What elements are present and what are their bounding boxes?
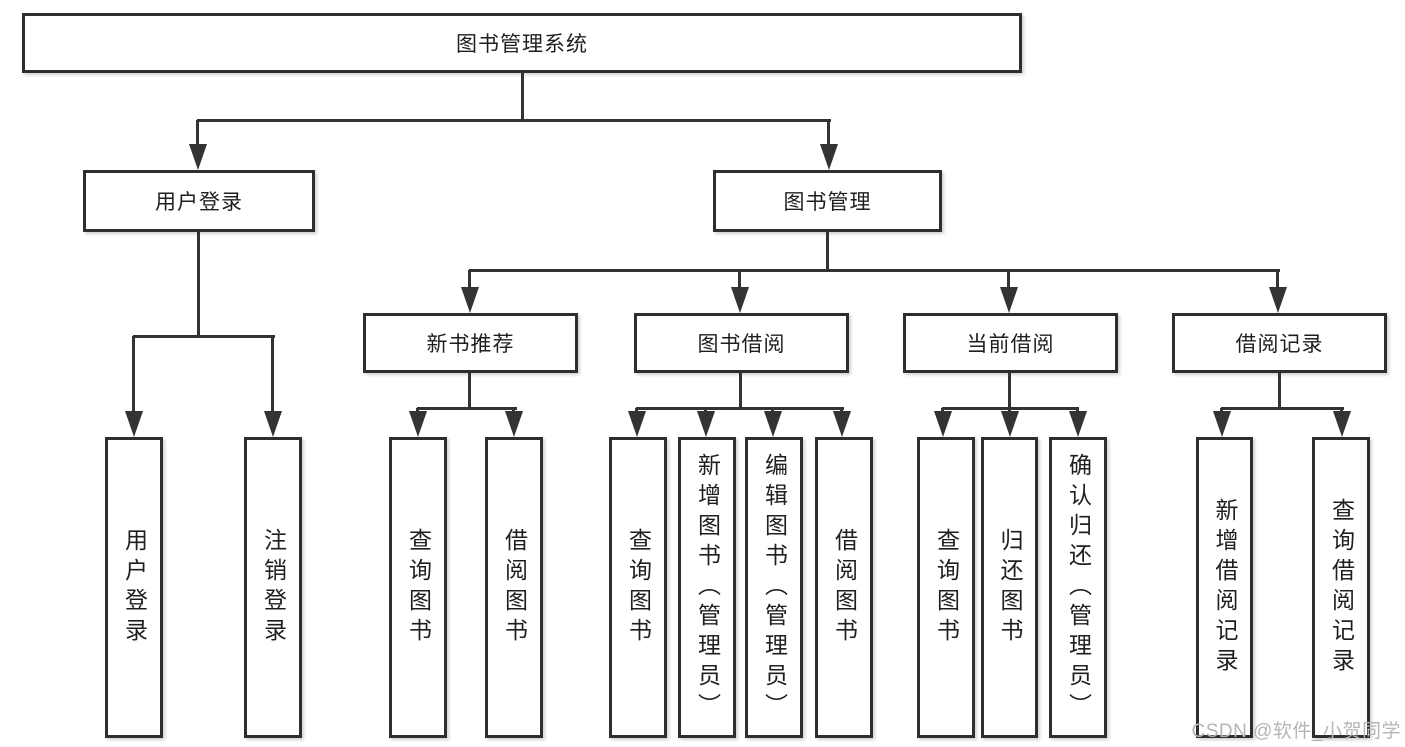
leaf-borrow-borrow-books-label: 借阅图书 [831, 527, 858, 648]
connector-vline [1008, 373, 1011, 408]
arrowhead-down-icon [1269, 287, 1287, 313]
leaf-confirm-return-admin-label: 确认归还（管理员） [1065, 452, 1092, 723]
connector-vline [704, 408, 707, 413]
arrowhead-down-icon [934, 411, 952, 437]
arrowhead-down-icon [1000, 287, 1018, 313]
node-book-management: 图书管理 [713, 170, 942, 232]
leaf-query-borrow-record: 查询借阅记录 [1312, 437, 1370, 738]
connector-vline [468, 373, 471, 408]
arrowhead-down-icon [189, 144, 207, 170]
node-new-book-recommend-label: 新书推荐 [426, 333, 515, 356]
node-book-management-label: 图书管理 [783, 191, 872, 214]
node-user-login-label: 用户登录 [155, 191, 243, 214]
connector-hline [1221, 407, 1344, 410]
leaf-add-book-admin-label: 新增图书（管理员） [694, 452, 721, 723]
leaf-edit-book-admin-label: 编辑图书（管理员） [761, 452, 788, 723]
leaf-current-query-books: 查询图书 [917, 437, 975, 738]
connector-vline [739, 373, 742, 408]
arrowhead-down-icon [1001, 411, 1019, 437]
leaf-query-borrow-record-label: 查询借阅记录 [1328, 497, 1355, 678]
node-borrow-record-label: 借阅记录 [1235, 333, 1324, 356]
leaf-add-borrow-record-label: 新增借阅记录 [1212, 497, 1238, 678]
connector-vline [1220, 408, 1223, 413]
connector-vline [840, 408, 843, 413]
connector-vline [468, 270, 471, 288]
arrowhead-down-icon [125, 411, 143, 437]
connector-hline [197, 119, 831, 122]
connector-vline [1076, 408, 1079, 413]
connector-vline [827, 120, 830, 146]
node-root: 图书管理系统 [22, 13, 1022, 73]
connector-vline [416, 408, 419, 413]
arrowhead-down-icon [820, 144, 838, 170]
leaf-confirm-return-admin: 确认归还（管理员） [1049, 437, 1107, 738]
leaf-current-query-books-label: 查询图书 [933, 527, 960, 648]
arrowhead-down-icon [1333, 411, 1351, 437]
connector-vline [635, 408, 638, 413]
leaf-borrow-borrow-books: 借阅图书 [815, 437, 873, 738]
leaf-add-book-admin: 新增图书（管理员） [678, 437, 736, 738]
leaf-user-login-label: 用户登录 [121, 527, 148, 648]
node-current-borrow: 当前借阅 [903, 313, 1118, 373]
connector-vline [271, 336, 274, 411]
arrowhead-down-icon [764, 411, 782, 437]
connector-vline [512, 408, 515, 413]
leaf-newbook-borrow-books: 借阅图书 [485, 437, 543, 738]
connector-hline [133, 335, 275, 338]
leaf-return-books-label: 归还图书 [997, 527, 1023, 648]
leaf-logout-label: 注销登录 [260, 527, 287, 648]
leaf-borrow-query-books-label: 查询图书 [625, 527, 652, 648]
connector-hline [417, 407, 517, 410]
leaf-user-login: 用户登录 [105, 437, 163, 738]
connector-hline [469, 269, 1280, 272]
connector-vline [941, 408, 944, 413]
connector-vline [1007, 270, 1010, 288]
csdn-watermark: CSDN @软件_小贺同学 [1191, 721, 1401, 742]
connector-vline [1008, 408, 1011, 413]
node-new-book-recommend: 新书推荐 [363, 313, 578, 373]
arrowhead-down-icon [1069, 411, 1087, 437]
arrowhead-down-icon [409, 411, 427, 437]
connector-hline [636, 407, 844, 410]
connector-vline [1340, 408, 1343, 413]
leaf-add-borrow-record: 新增借阅记录 [1196, 437, 1253, 738]
connector-vline [132, 336, 135, 411]
node-current-borrow-label: 当前借阅 [966, 333, 1055, 356]
arrowhead-down-icon [731, 287, 749, 313]
node-root-label: 图书管理系统 [456, 33, 588, 56]
arrowhead-down-icon [505, 411, 523, 437]
leaf-newbook-query-books: 查询图书 [389, 437, 447, 738]
connector-vline [196, 120, 199, 146]
leaf-logout: 注销登录 [244, 437, 302, 738]
connector-vline [1276, 270, 1279, 288]
arrowhead-down-icon [264, 411, 282, 437]
node-borrow-record: 借阅记录 [1172, 313, 1387, 373]
leaf-newbook-borrow-books-label: 借阅图书 [501, 527, 528, 648]
leaf-edit-book-admin: 编辑图书（管理员） [745, 437, 803, 738]
connector-vline [738, 270, 741, 288]
connector-vline [771, 408, 774, 413]
connector-vline [826, 232, 829, 270]
connector-vline [521, 72, 524, 120]
node-user-login: 用户登录 [83, 170, 315, 232]
leaf-borrow-query-books: 查询图书 [609, 437, 667, 738]
arrowhead-down-icon [1213, 411, 1231, 437]
arrowhead-down-icon [628, 411, 646, 437]
arrowhead-down-icon [697, 411, 715, 437]
arrowhead-down-icon [833, 411, 851, 437]
node-book-borrow: 图书借阅 [634, 313, 849, 373]
arrowhead-down-icon [461, 287, 479, 313]
connector-vline [197, 232, 200, 336]
node-book-borrow-label: 图书借阅 [697, 333, 786, 356]
leaf-newbook-query-books-label: 查询图书 [405, 527, 432, 648]
connector-vline [1278, 373, 1281, 408]
leaf-return-books: 归还图书 [981, 437, 1038, 738]
